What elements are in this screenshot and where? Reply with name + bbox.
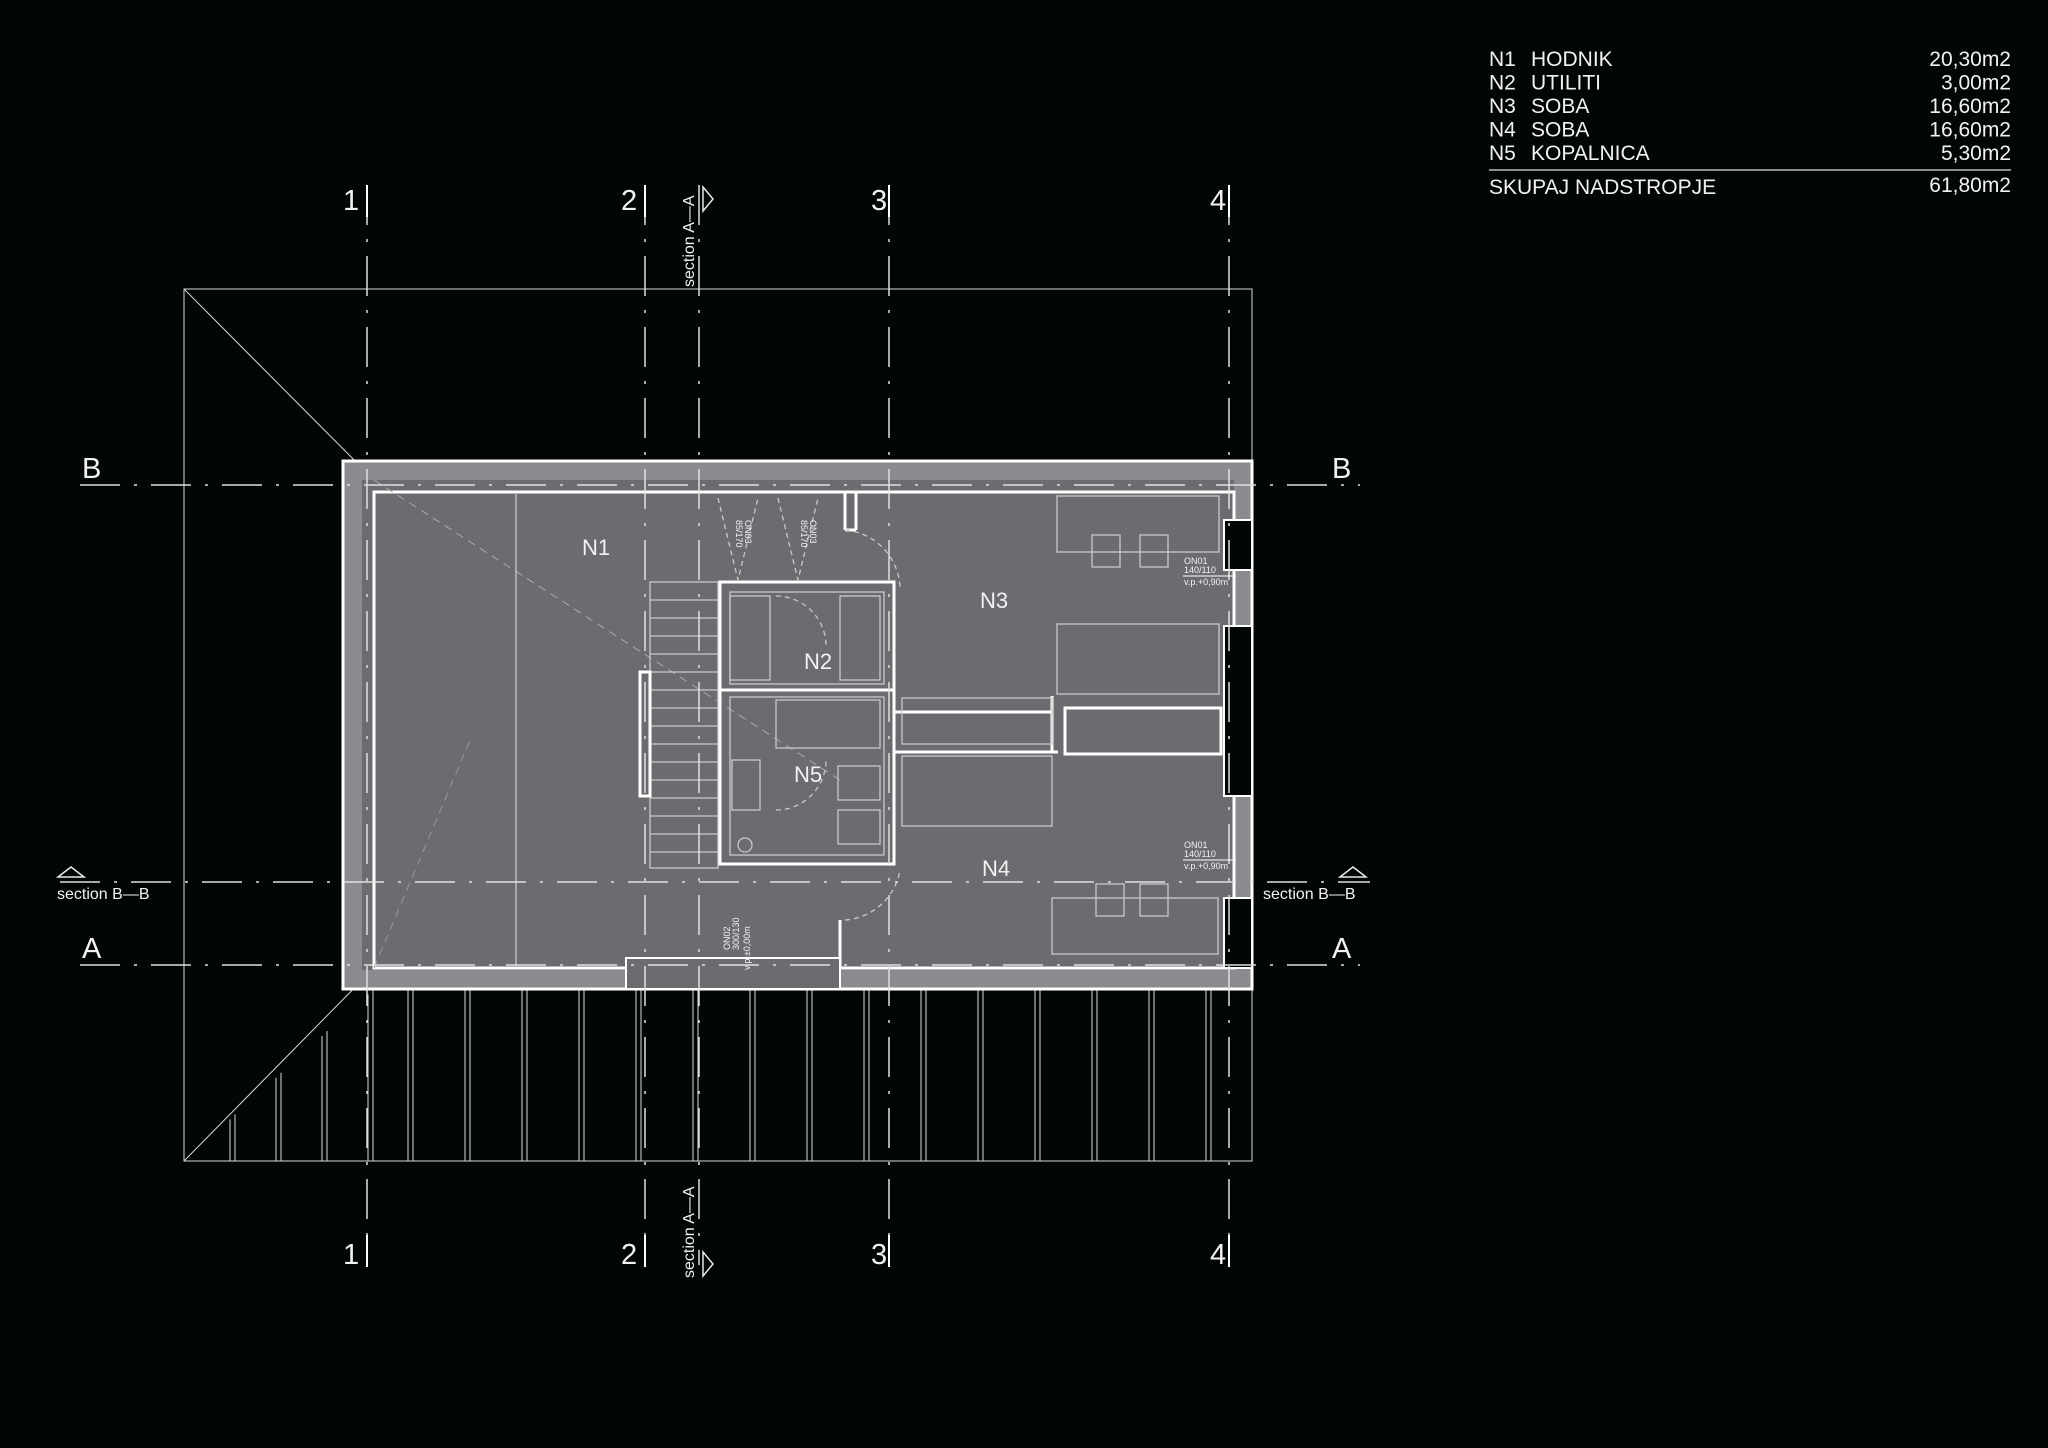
grid-label-a-right: A — [1332, 933, 1352, 965]
roof-rafters — [229, 989, 1212, 1161]
legend-room-code: N2 — [1489, 72, 1516, 95]
section-aa-label-top: section A—A — [681, 195, 698, 287]
legend-room-name: SOBA — [1531, 119, 1589, 142]
legend-total-area: 61,80m2 — [1929, 174, 2011, 197]
legend-room-name: UTILITI — [1531, 72, 1601, 95]
legend-room-name: KOPALNICA — [1531, 142, 1650, 165]
section-bb-label-right: section B—B — [1263, 886, 1355, 903]
svg-text:140/110: 140/110 — [1184, 565, 1216, 575]
svg-text:ON01: ON01 — [1184, 840, 1208, 850]
svg-text:v.p.±0,00m: v.p.±0,00m — [742, 926, 752, 970]
grid-label-3-top: 3 — [871, 185, 887, 217]
section-bb-label-left: section B—B — [57, 886, 149, 903]
grid-label-b-left: B — [82, 453, 101, 485]
svg-text:140/110: 140/110 — [1184, 849, 1216, 859]
svg-text:ON02: ON02 — [722, 926, 732, 950]
legend-room-name: SOBA — [1531, 95, 1589, 118]
svg-text:ON03: ON03 — [808, 520, 818, 544]
legend-room-area: 5,30m2 — [1941, 142, 2011, 165]
legend-room-code: N1 — [1489, 48, 1516, 71]
legend-total-label: SKUPAJ NADSTROPJE — [1489, 176, 1716, 199]
svg-text:ON01: ON01 — [1184, 556, 1208, 566]
legend-room-area: 16,60m2 — [1929, 119, 2011, 142]
room-label-n4: N4 — [982, 856, 1010, 881]
grid-label-1-top: 1 — [343, 185, 359, 217]
svg-text:v.p.+0,90m: v.p.+0,90m — [1184, 577, 1228, 587]
section-aa-label-bottom: section A—A — [681, 1186, 698, 1278]
building-floor — [341, 459, 1254, 991]
staircase — [650, 599, 718, 853]
svg-text:ON03: ON03 — [743, 520, 753, 544]
svg-text:85/170: 85/170 — [734, 520, 744, 548]
section-aa-arrow-bottom — [702, 1249, 714, 1279]
grid-label-2-bottom: 2 — [621, 1239, 637, 1271]
window-label-on03: ON03 85/170 ON03 85/170 — [734, 520, 818, 548]
section-bb-arrow-right — [1337, 866, 1369, 878]
legend-room-area: 16,60m2 — [1929, 95, 2011, 118]
section-bb-arrow-left — [55, 866, 87, 878]
grid-label-a-left: A — [82, 933, 102, 965]
window-label-on01-n3: ON01 140/110 v.p.+0,90m — [1183, 556, 1236, 587]
roof-outline — [183, 288, 1253, 1162]
legend-room-code: N5 — [1489, 142, 1516, 165]
grid-label-3-bottom: 3 — [871, 1239, 887, 1271]
legend-room-area: 3,00m2 — [1941, 72, 2011, 95]
window-label-on01-n4: ON01 140/110 v.p.+0,90m — [1183, 840, 1236, 871]
svg-text:85/170: 85/170 — [799, 520, 809, 548]
room-label-n2: N2 — [804, 649, 832, 674]
legend-room-area: 20,30m2 — [1929, 48, 2011, 71]
room-label-n3: N3 — [980, 588, 1008, 613]
legend-room-code: N3 — [1489, 95, 1516, 118]
legend-room-code: N4 — [1489, 119, 1516, 142]
window-label-on02: ON02 300/130 v.p.±0,00m — [722, 917, 752, 970]
grid-axes — [60, 185, 1370, 1267]
grid-label-2-top: 2 — [621, 185, 637, 217]
grid-label-4-top: 4 — [1210, 185, 1226, 217]
svg-text:300/130: 300/130 — [731, 917, 741, 950]
room-label-n5: N5 — [794, 762, 822, 787]
grid-label-b-right: B — [1332, 453, 1351, 485]
legend-room-name: HODNIK — [1531, 48, 1613, 71]
room-label-n1: N1 — [582, 535, 610, 560]
grid-label-1-bottom: 1 — [343, 1239, 359, 1271]
svg-text:v.p.+0,90m: v.p.+0,90m — [1184, 861, 1228, 871]
section-aa-arrow-top — [702, 184, 714, 214]
grid-label-4-bottom: 4 — [1210, 1239, 1226, 1271]
